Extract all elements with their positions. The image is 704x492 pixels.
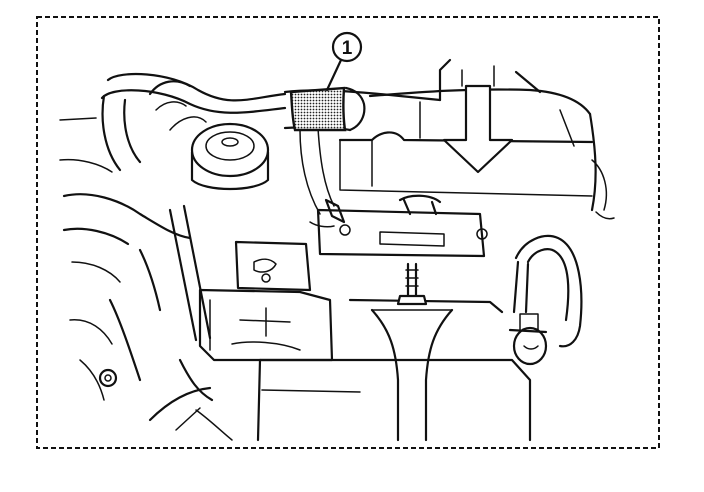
engine-bay-drawing: 1 — [59, 31, 615, 442]
highlighted-clamp — [289, 86, 347, 132]
figure-frame — [36, 16, 660, 449]
callout-label: 1 — [342, 38, 353, 59]
down-arrow-icon — [442, 84, 514, 174]
callout-circle — [331, 31, 363, 63]
